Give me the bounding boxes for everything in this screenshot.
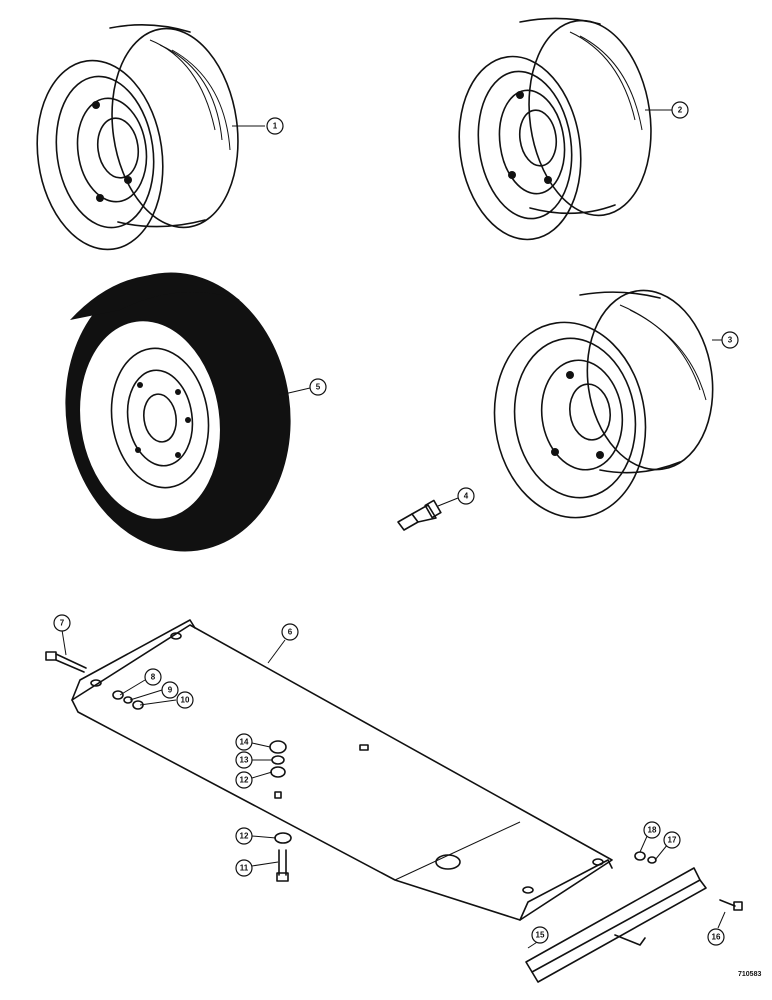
leader-lines (61, 109, 726, 949)
callout-label-2: 2 (678, 106, 683, 115)
callout-16: 16 (707, 928, 725, 946)
callout-label-11: 11 (240, 864, 249, 873)
callout-label-12-upper: 12 (240, 776, 249, 785)
callout-3: 3 (721, 331, 739, 349)
callout-label-7: 7 (60, 619, 65, 628)
hardware-11-12-lower (274, 832, 292, 882)
callout-12-lower: 12 (235, 827, 253, 845)
hardware-8-9-10 (112, 690, 144, 710)
hardware-12-13-14-upper (269, 740, 287, 799)
callout-label-3: 3 (728, 336, 733, 345)
callout-label-12-lower: 12 (240, 832, 249, 841)
valve-stem-4 (397, 499, 442, 531)
callout-4: 4 (457, 487, 475, 505)
callout-7: 7 (53, 614, 71, 632)
callout-label-4: 4 (464, 492, 469, 501)
bracket-15 (525, 867, 707, 983)
callout-label-1: 1 (273, 122, 278, 131)
callout-9: 9 (161, 681, 179, 699)
callout-label-6: 6 (288, 628, 293, 637)
callout-6: 6 (281, 623, 299, 641)
callout-2: 2 (671, 101, 689, 119)
callout-label-5: 5 (316, 383, 321, 392)
figure-number: 710583 (738, 971, 761, 978)
callout-label-14: 14 (240, 738, 249, 747)
callout-label-13: 13 (240, 756, 249, 765)
wheel-rim-1 (36, 24, 239, 251)
tire-and-wheel-5 (65, 272, 291, 552)
callout-11: 11 (235, 859, 253, 877)
callout-10: 10 (176, 691, 194, 709)
callout-15: 15 (531, 926, 549, 944)
callout-label-16: 16 (712, 933, 721, 942)
callout-label-18: 18 (648, 826, 657, 835)
callout-label-15: 15 (536, 931, 545, 940)
skid-plate-6 (71, 619, 613, 921)
callout-18: 18 (643, 821, 661, 839)
callout-label-9: 9 (168, 686, 173, 695)
callout-13: 13 (235, 751, 253, 769)
callout-1: 1 (266, 117, 284, 135)
callout-label-10: 10 (181, 696, 190, 705)
callout-5: 5 (309, 378, 327, 396)
wheel-rim-2 (458, 17, 652, 241)
callout-17: 17 (663, 831, 681, 849)
wheel-rim-3 (493, 289, 714, 519)
bolt-7 (45, 651, 87, 673)
callout-label-17: 17 (668, 836, 677, 845)
callout-12-upper: 12 (235, 771, 253, 789)
hardware-16-17-18 (634, 851, 743, 911)
callout-14: 14 (235, 733, 253, 751)
callout-8: 8 (144, 668, 162, 686)
callout-label-8: 8 (151, 673, 156, 682)
